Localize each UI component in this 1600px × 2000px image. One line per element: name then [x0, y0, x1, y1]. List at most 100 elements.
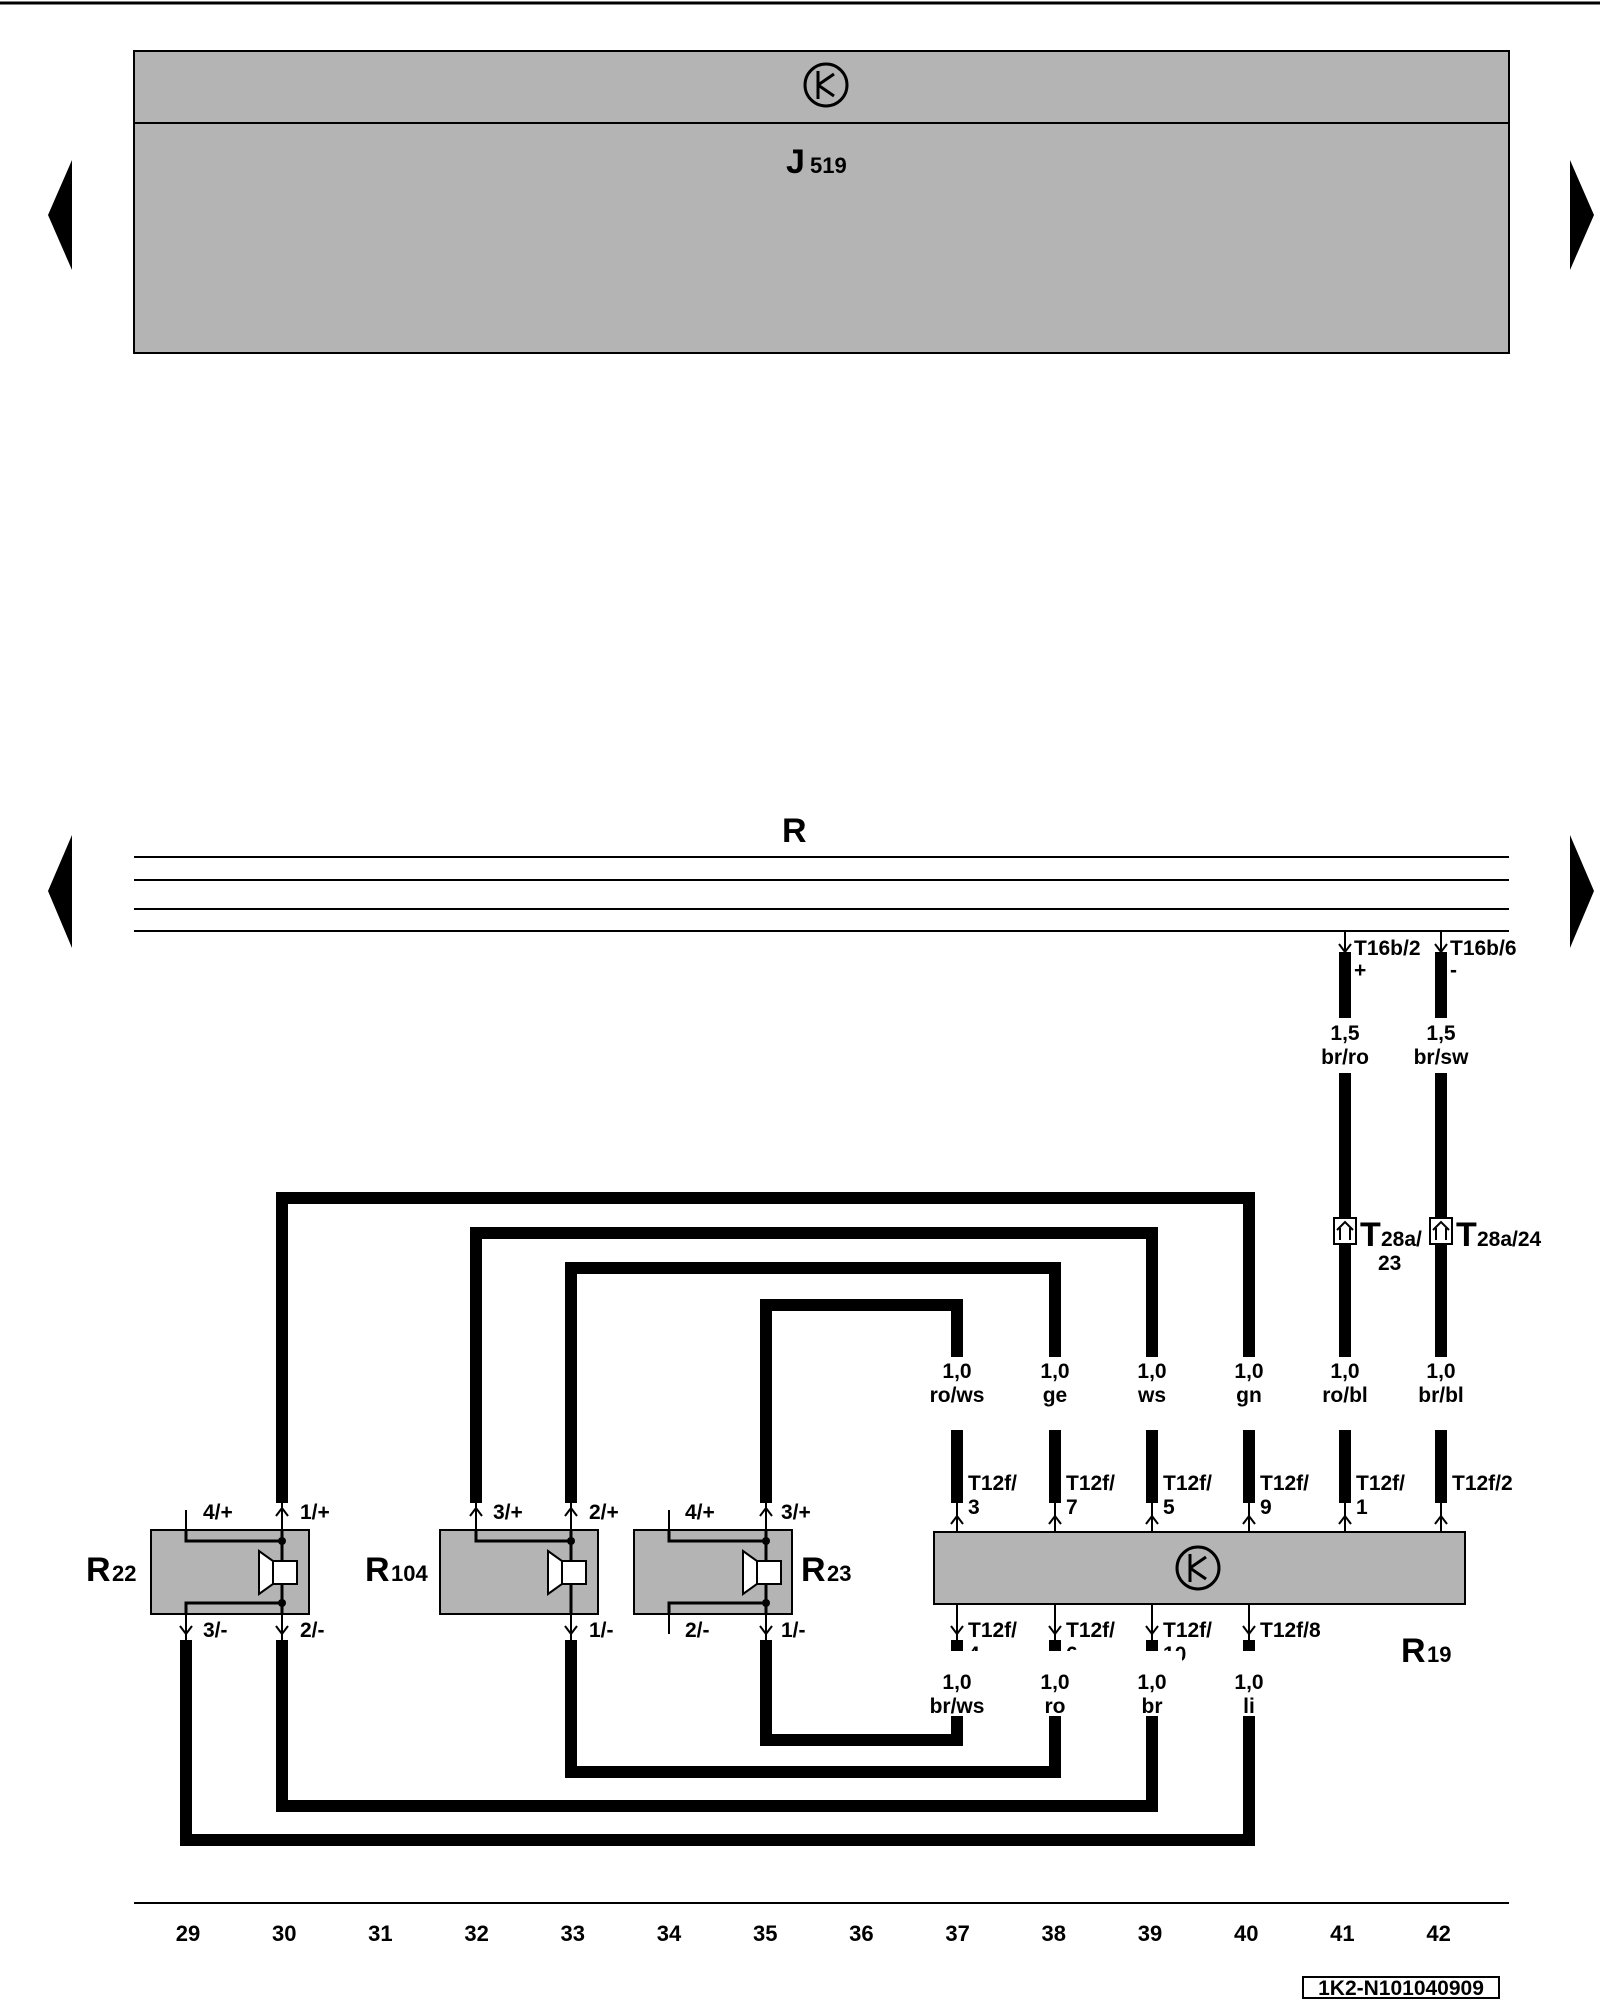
wire-gn — [276, 1192, 1255, 1503]
connector-label: T12f/ — [1066, 1619, 1115, 1642]
connector-label: 3 — [968, 1496, 980, 1519]
next-page-arrow-bottom[interactable] — [1570, 835, 1594, 948]
connector-t28a23-letter: T — [1360, 1216, 1381, 1254]
pin-labels: 4/+ 1/+ 3/- 2/- 3/+ 2/+ 1/- 4/+ 3/+ 2/- … — [203, 1501, 811, 1642]
unit-r19 — [933, 1531, 1466, 1605]
connector-label: T12f/ — [1356, 1472, 1405, 1495]
electronic-control-icon — [1175, 1545, 1221, 1591]
doc-code: 1K2-N101040909 — [1318, 1977, 1484, 2000]
connector-label: T12f/ — [1260, 1472, 1309, 1495]
wire-color: br — [1142, 1695, 1163, 1718]
pin-r104-2: 2/+ — [589, 1501, 619, 1524]
upper-wire-labels: 1,5 br/ro 1,5 br/sw — [1310, 1018, 1476, 1073]
connector-label: 9 — [1260, 1496, 1272, 1519]
track-number: 32 — [464, 1921, 488, 1946]
wire-size: 1,5 — [1426, 1022, 1456, 1045]
r104-sub: 104 — [391, 1561, 428, 1586]
speaker-icon — [742, 1549, 782, 1596]
speaker-r104 — [439, 1529, 599, 1615]
track-number: 29 — [176, 1921, 200, 1946]
track-number: 34 — [657, 1921, 682, 1946]
connector-t16b6: T16b/6 — [1450, 937, 1517, 960]
speaker-r23 — [633, 1529, 793, 1615]
r23-sub: 23 — [827, 1561, 851, 1586]
wire-color: gn — [1236, 1384, 1262, 1407]
doc-code-box: 1K2-N101040909 — [1302, 1976, 1500, 2000]
wire-size: 1,0 — [942, 1671, 971, 1694]
wire-ge — [565, 1262, 1061, 1503]
electronic-control-icon — [803, 62, 849, 108]
prev-page-arrow-bottom[interactable] — [48, 835, 72, 948]
pin-r22-4: 4/+ — [203, 1501, 233, 1524]
connector-pins — [179, 931, 1448, 1640]
r23-label: R — [801, 1551, 826, 1589]
j519-sub: 519 — [810, 153, 847, 178]
wire-size: 1,0 — [1137, 1671, 1166, 1694]
r19-sub: 19 — [1427, 1642, 1451, 1667]
prev-page-arrow-top[interactable] — [48, 160, 72, 270]
r104-label: R — [365, 1551, 390, 1589]
pin-r23-3: 3/+ — [781, 1501, 811, 1524]
connector-label: T12f/ — [1163, 1619, 1212, 1642]
wire-ro — [565, 1640, 1061, 1778]
track-number: 36 — [849, 1921, 873, 1946]
pin-r23-2: 2/- — [685, 1619, 710, 1642]
connector-t28a23-num: 23 — [1378, 1252, 1401, 1275]
wire-color: br/ws — [930, 1695, 985, 1718]
wiring — [180, 952, 1447, 1846]
connector-label: T12f/ — [1163, 1472, 1212, 1495]
connector-label: 7 — [1066, 1496, 1078, 1519]
connector-t28a24-letter: T — [1456, 1216, 1477, 1254]
mid-wire-labels: 1,0 ro/ws 1,0 ge 1,0 ws 1,0 gn 1,0 ro/bl… — [917, 1357, 1476, 1407]
wire-size: 1,0 — [1040, 1671, 1069, 1694]
r19-top-connectors: T12f/ 3 T12f/ 7 T12f/ 5 T12f/ 9 T12f/ 1 … — [968, 1472, 1513, 1519]
radio-bus-r: R — [134, 812, 1509, 932]
j519-label: J — [786, 143, 805, 181]
connector-label: T12f/8 — [1260, 1619, 1321, 1642]
speaker-icon — [547, 1549, 587, 1596]
speaker-icon — [258, 1549, 298, 1596]
connector-t28a23-sub: 28a/ — [1381, 1228, 1422, 1251]
connector-t16b6-sign: - — [1450, 959, 1457, 982]
track-number: 38 — [1042, 1921, 1066, 1946]
wire-size: 1,0 — [1234, 1360, 1263, 1383]
connector-t16b2-sign: + — [1354, 959, 1366, 982]
connector-label: T12f/ — [968, 1619, 1017, 1642]
wire-size: 1,5 — [1330, 1022, 1360, 1045]
pin-r104-3: 3/+ — [493, 1501, 523, 1524]
track-number: 30 — [272, 1921, 296, 1946]
bus-label: R — [782, 812, 807, 850]
pin-r104-1: 1/- — [589, 1619, 614, 1642]
r19-label: R — [1401, 1632, 1426, 1670]
wire-color: li — [1243, 1695, 1255, 1718]
pin-r22-3: 3/- — [203, 1619, 228, 1642]
wire-color: br/bl — [1418, 1384, 1464, 1407]
connector-t16b2: T16b/2 — [1354, 937, 1421, 960]
track-number: 41 — [1330, 1921, 1354, 1946]
track-number: 33 — [561, 1921, 585, 1946]
wire-color: ro — [1045, 1695, 1066, 1718]
wire-ro-ws — [760, 1299, 963, 1503]
wire-br-ws — [760, 1640, 963, 1746]
wire-li — [180, 1640, 1255, 1846]
wire-ws — [470, 1227, 1158, 1503]
track-number: 31 — [368, 1921, 392, 1946]
wire-color: ro/ws — [930, 1384, 985, 1407]
pin-r22-1: 1/+ — [300, 1501, 330, 1524]
wire-color: ro/bl — [1322, 1384, 1368, 1407]
track-number: 39 — [1138, 1921, 1162, 1946]
r22-sub: 22 — [112, 1561, 136, 1586]
connector-label: T12f/ — [1066, 1472, 1115, 1495]
track-number: 42 — [1426, 1921, 1450, 1946]
connector-label: T12f/ — [968, 1472, 1017, 1495]
next-page-arrow-top[interactable] — [1570, 160, 1594, 270]
connector-t28a-symbols — [1333, 1217, 1453, 1245]
wire-color: ws — [1137, 1384, 1166, 1407]
wire-size: 1,0 — [1234, 1671, 1263, 1694]
wire-br — [276, 1640, 1158, 1812]
pin-r23-4: 4/+ — [685, 1501, 715, 1524]
connector-label: T12f/2 — [1452, 1472, 1513, 1495]
track-number: 37 — [945, 1921, 969, 1946]
wire-size: 1,0 — [942, 1360, 971, 1383]
